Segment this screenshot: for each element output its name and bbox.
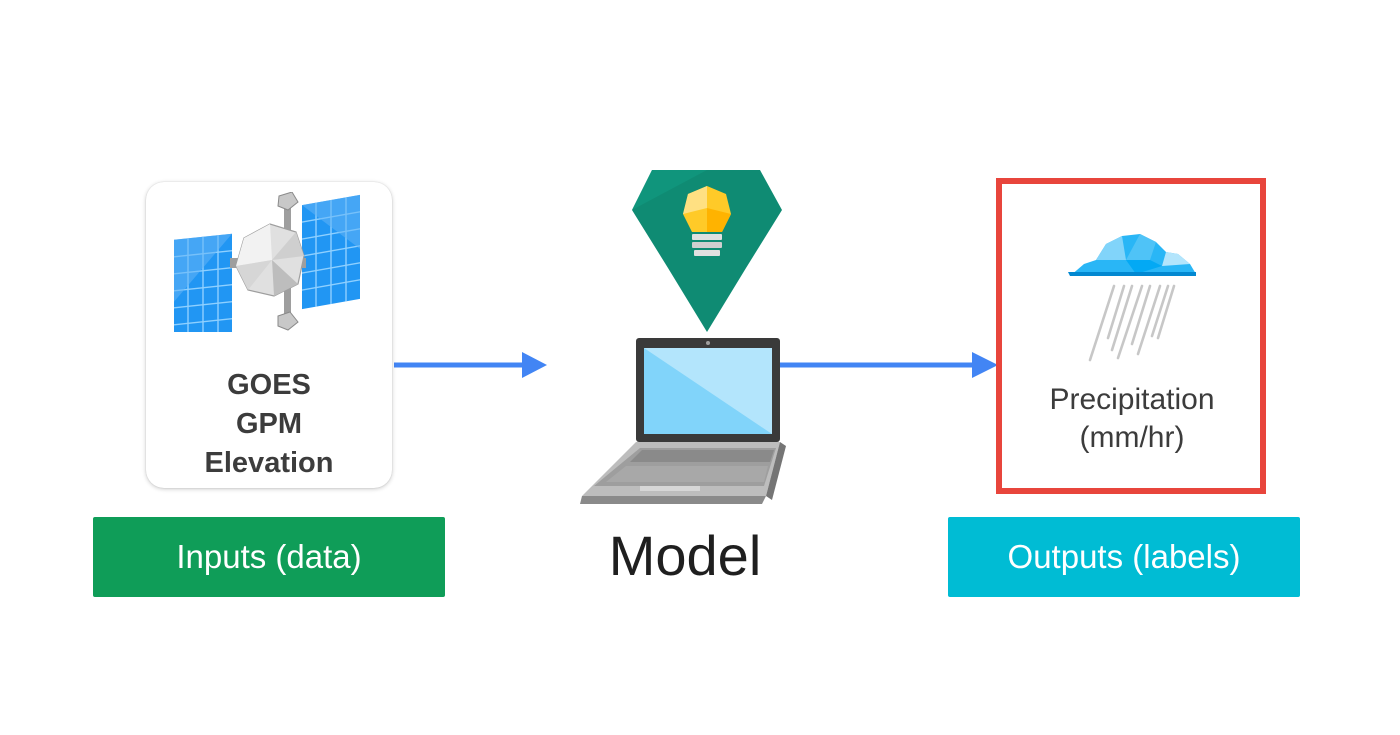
outputs-card-text: Precipitation (mm/hr) [1008, 381, 1256, 457]
rain-cloud-icon [1068, 234, 1196, 362]
satellite-icon [174, 192, 360, 332]
output-line-units: (mm/hr) [1079, 421, 1185, 454]
arrow-model-to-outputs [780, 352, 998, 378]
laptop-icon [580, 338, 786, 504]
output-line-precipitation: Precipitation [1049, 383, 1215, 416]
input-line-gpm: GPM [235, 408, 303, 440]
output-highlight-frame [996, 178, 1266, 494]
arrow-inputs-to-model [394, 352, 547, 378]
outputs-label: Outputs (labels) [948, 517, 1300, 597]
model-label: Model [608, 524, 762, 587]
inputs-label: Inputs (data) [93, 517, 445, 597]
input-line-elevation: Elevation [204, 447, 334, 479]
input-line-goes: GOES [227, 369, 311, 401]
inputs-card-text: GOES GPM Elevation [146, 366, 392, 483]
lightbulb-pin-icon [632, 170, 782, 332]
